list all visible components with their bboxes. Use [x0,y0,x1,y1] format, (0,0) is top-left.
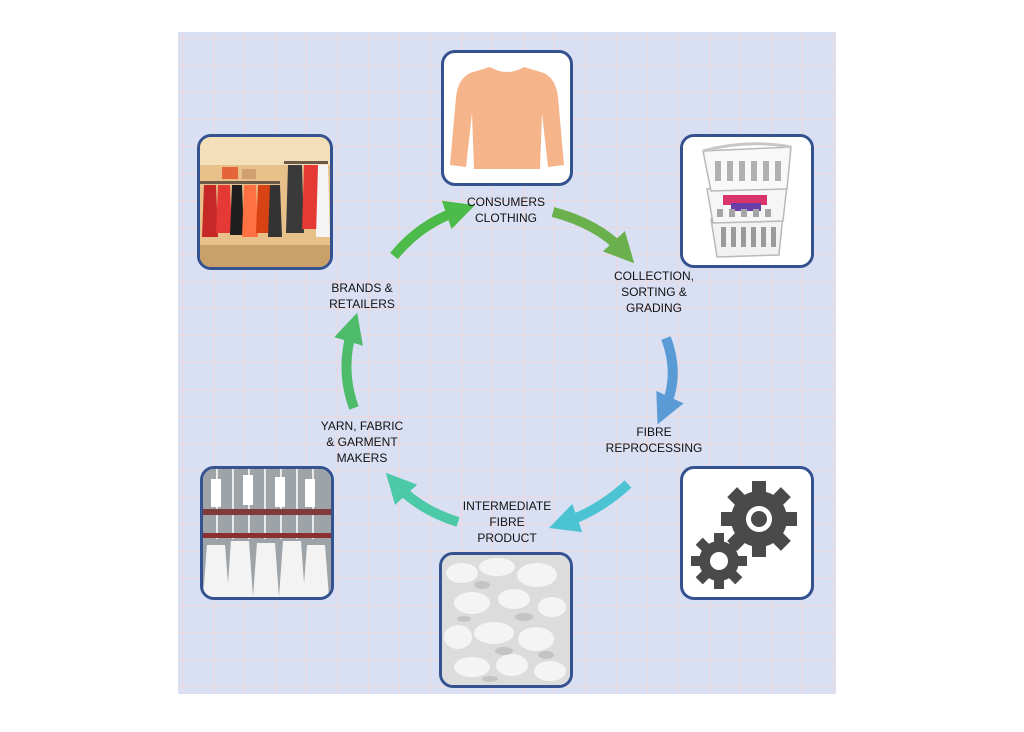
label-consumers-clothing: CONSUMERS CLOTHING [466,195,545,225]
label-brands-retailers: BRANDS & RETAILERS [329,281,395,311]
label-collection-sorting-grading: COLLECTION, SORTING & GRADING [613,269,694,315]
gears-icon [691,481,797,589]
node-collection [680,134,814,268]
laundry-baskets-icon [683,137,811,265]
label-yarn-fabric-garment-makers: YARN, FABRIC & GARMENT MAKERS [320,419,404,465]
node-yarn-fabric-garment-makers [200,466,334,600]
label-intermediate-fibre-product: INTERMEDIATE FIBRE PRODUCT [462,499,552,545]
clothing-store-icon [200,137,330,267]
shirt-icon [450,67,564,169]
fibre-flakes-icon [442,555,570,685]
node-brands-retailers [197,134,333,270]
node-intermediate-fibre-product [439,552,573,688]
node-fibre-reprocessing [680,466,814,600]
label-fibre-reprocessing: FIBRE REPROCESSING [605,425,703,455]
yarn-spools-icon [203,469,331,597]
node-consumers-clothing [441,50,573,186]
